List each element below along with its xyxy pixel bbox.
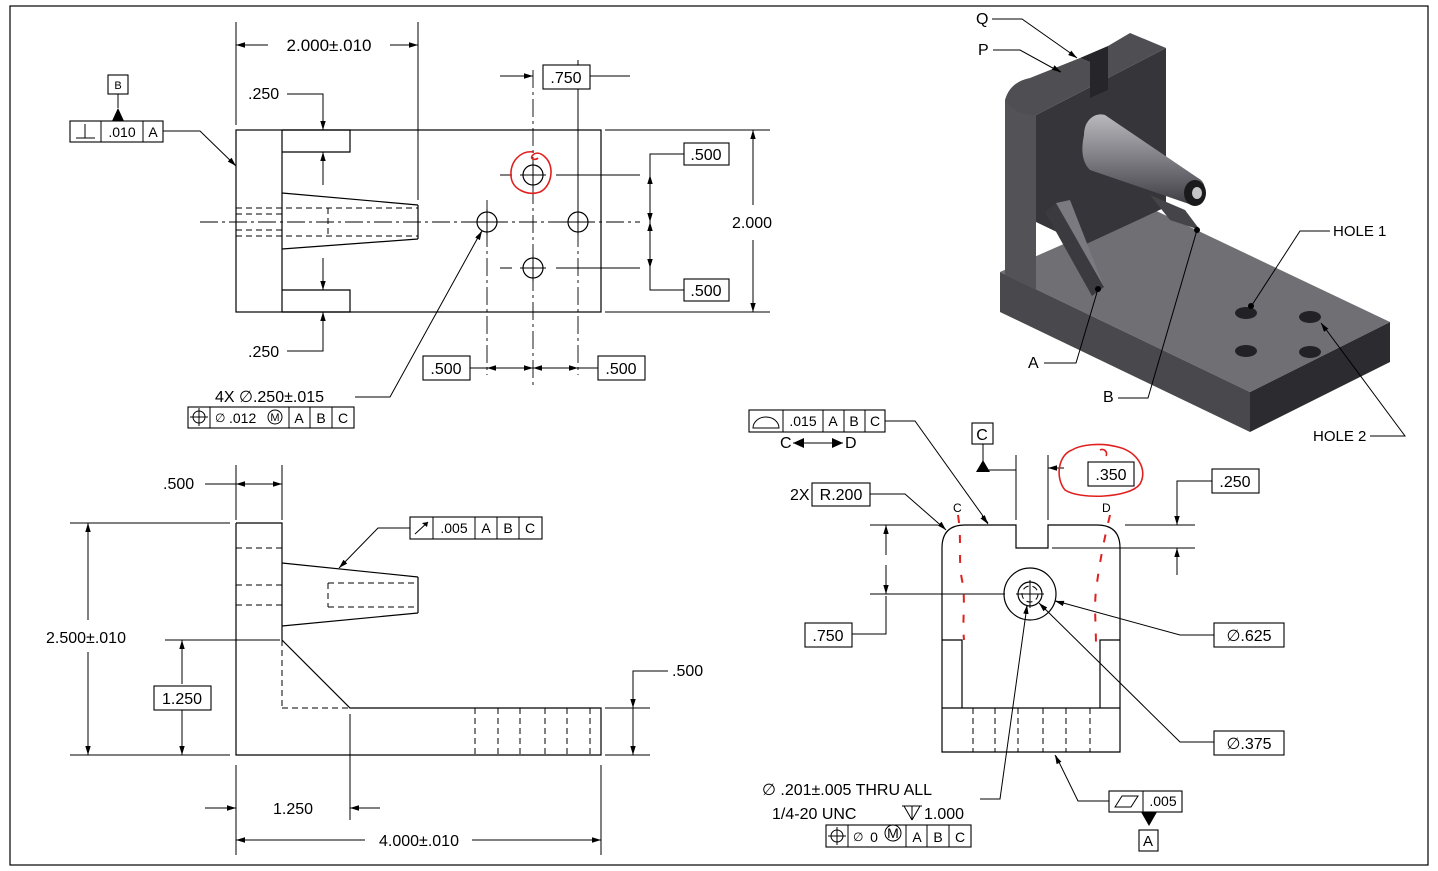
red-markup-right xyxy=(1094,514,1111,651)
fcf-profile-datum-a: A xyxy=(828,413,838,429)
red-markup-left xyxy=(957,514,965,641)
fcf-profile-datum-b: B xyxy=(849,413,858,429)
side-view: .015 A B C C D C .350 .25 xyxy=(748,409,1285,852)
dim-radius: R.200 xyxy=(820,487,863,504)
fcf-position: ∅ .012 M A B C xyxy=(187,406,355,429)
hole-depth: 1.000 xyxy=(924,806,964,823)
dim-outer-dia: ∅.625 xyxy=(1226,628,1271,645)
iso-view: Q P HOLE 1 HOLE 2 A B xyxy=(976,11,1406,445)
fcf-runout: .005 A B C xyxy=(338,516,543,569)
fcf-profile: .015 A B C C D xyxy=(748,409,989,525)
fcf-perpendicularity: B .010 A xyxy=(69,74,237,167)
dim-length-top: 2.000±.010 xyxy=(287,36,372,55)
dim-base-thickness: .500 xyxy=(672,663,703,680)
dim-slot-top: .250 xyxy=(248,86,279,103)
dim-hole-up: .500 xyxy=(690,147,721,164)
dim-height: 2.000 xyxy=(732,215,772,232)
fcf-runout-datum-b: B xyxy=(503,520,512,536)
dim-ramp-height: 1.250 xyxy=(162,691,202,708)
fcf-position-datum-a: A xyxy=(294,410,304,426)
dim-length-front: 4.000±.010 xyxy=(379,833,459,850)
fcf-runout-datum-a: A xyxy=(481,520,491,536)
label-q: Q xyxy=(976,11,988,28)
dim-center-height: .750 xyxy=(812,628,843,645)
fcf-position-tol: .012 xyxy=(229,410,256,426)
dim-right: .500 xyxy=(605,361,636,378)
label-c: C xyxy=(953,501,962,515)
between-d: D xyxy=(845,435,857,452)
hole-1 xyxy=(1235,307,1257,319)
dim-slot-depth: .250 xyxy=(1219,474,1250,491)
label-p: P xyxy=(978,42,989,59)
label-b: B xyxy=(1103,389,1114,406)
dim-total-height: 2.500±.010 xyxy=(46,630,126,647)
label-hole-2: HOLE 2 xyxy=(1313,428,1366,445)
datum-a-label: A xyxy=(1143,833,1153,850)
depth-symbol xyxy=(902,805,922,821)
label-hole-1: HOLE 1 xyxy=(1333,223,1386,240)
svg-text:∅: ∅ xyxy=(853,830,863,844)
hole-note-line1: ∅ .201±.005 THRU ALL xyxy=(762,782,932,799)
front-view: .500 2.500±.010 1.250 .500 1.250 xyxy=(46,465,703,855)
label-d: D xyxy=(1102,501,1111,515)
fcf-flatness: .005 A xyxy=(1054,754,1183,852)
dim-left: .500 xyxy=(430,361,461,378)
dim-slot-width: .350 xyxy=(1095,467,1126,484)
fcf-thread-tol: 0 xyxy=(870,829,878,845)
dim-hole-down: .500 xyxy=(690,283,721,300)
top-view: 2.000±.010 .250 .250 .750 .500 .500 xyxy=(69,22,772,429)
dim-inner-dia: ∅.375 xyxy=(1226,736,1271,753)
fcf-runout-datum-c: C xyxy=(525,520,535,536)
rib xyxy=(1045,203,1104,296)
hole-note-line2: 1/4-20 UNC xyxy=(772,806,856,823)
sheet-border xyxy=(9,5,1429,866)
dim-wall: .500 xyxy=(163,476,194,493)
svg-text:∅: ∅ xyxy=(215,411,225,425)
radius-count: 2X xyxy=(790,487,810,504)
svg-text:M: M xyxy=(887,825,899,841)
fcf-thread: ∅ 0 M A B C xyxy=(825,824,972,848)
fcf-thread-datum-c: C xyxy=(955,829,965,845)
red-markup-oval xyxy=(1058,443,1144,498)
dim-hole-spacing: .750 xyxy=(550,70,581,87)
between-c: C xyxy=(780,435,792,452)
fcf-perp-tol: .010 xyxy=(108,124,135,140)
hole-marks xyxy=(474,162,640,281)
red-markup-circle xyxy=(510,151,552,194)
fcf-profile-tol: .015 xyxy=(789,413,816,429)
fcf-perp-datum: A xyxy=(148,124,158,140)
fcf-thread-datum-b: B xyxy=(933,829,942,845)
fcf-position-datum-c: C xyxy=(338,410,348,426)
dim-slot-bottom: .250 xyxy=(248,344,279,361)
backplate-side xyxy=(1005,100,1036,290)
datum-c-label: C xyxy=(976,427,988,444)
fcf-runout-tol: .005 xyxy=(440,520,467,536)
fcf-thread-datum-a: A xyxy=(912,829,922,845)
cone-boss xyxy=(1082,114,1205,205)
base-top-face xyxy=(1000,207,1390,392)
hole-callout: 4X ∅.250±.015 xyxy=(215,389,324,406)
dim-ramp-width: 1.250 xyxy=(273,801,313,818)
backplate-top xyxy=(1005,33,1166,115)
datum-b-label: B xyxy=(114,80,121,92)
fcf-position-datum-b: B xyxy=(316,410,325,426)
base-front-face xyxy=(1250,322,1390,432)
fcf-profile-datum-c: C xyxy=(870,413,880,429)
label-a: A xyxy=(1028,355,1039,372)
fcf-flatness-tol: .005 xyxy=(1149,793,1176,809)
svg-text:M: M xyxy=(270,412,279,424)
base-left-face xyxy=(1000,272,1250,432)
hole-2 xyxy=(1299,311,1321,323)
